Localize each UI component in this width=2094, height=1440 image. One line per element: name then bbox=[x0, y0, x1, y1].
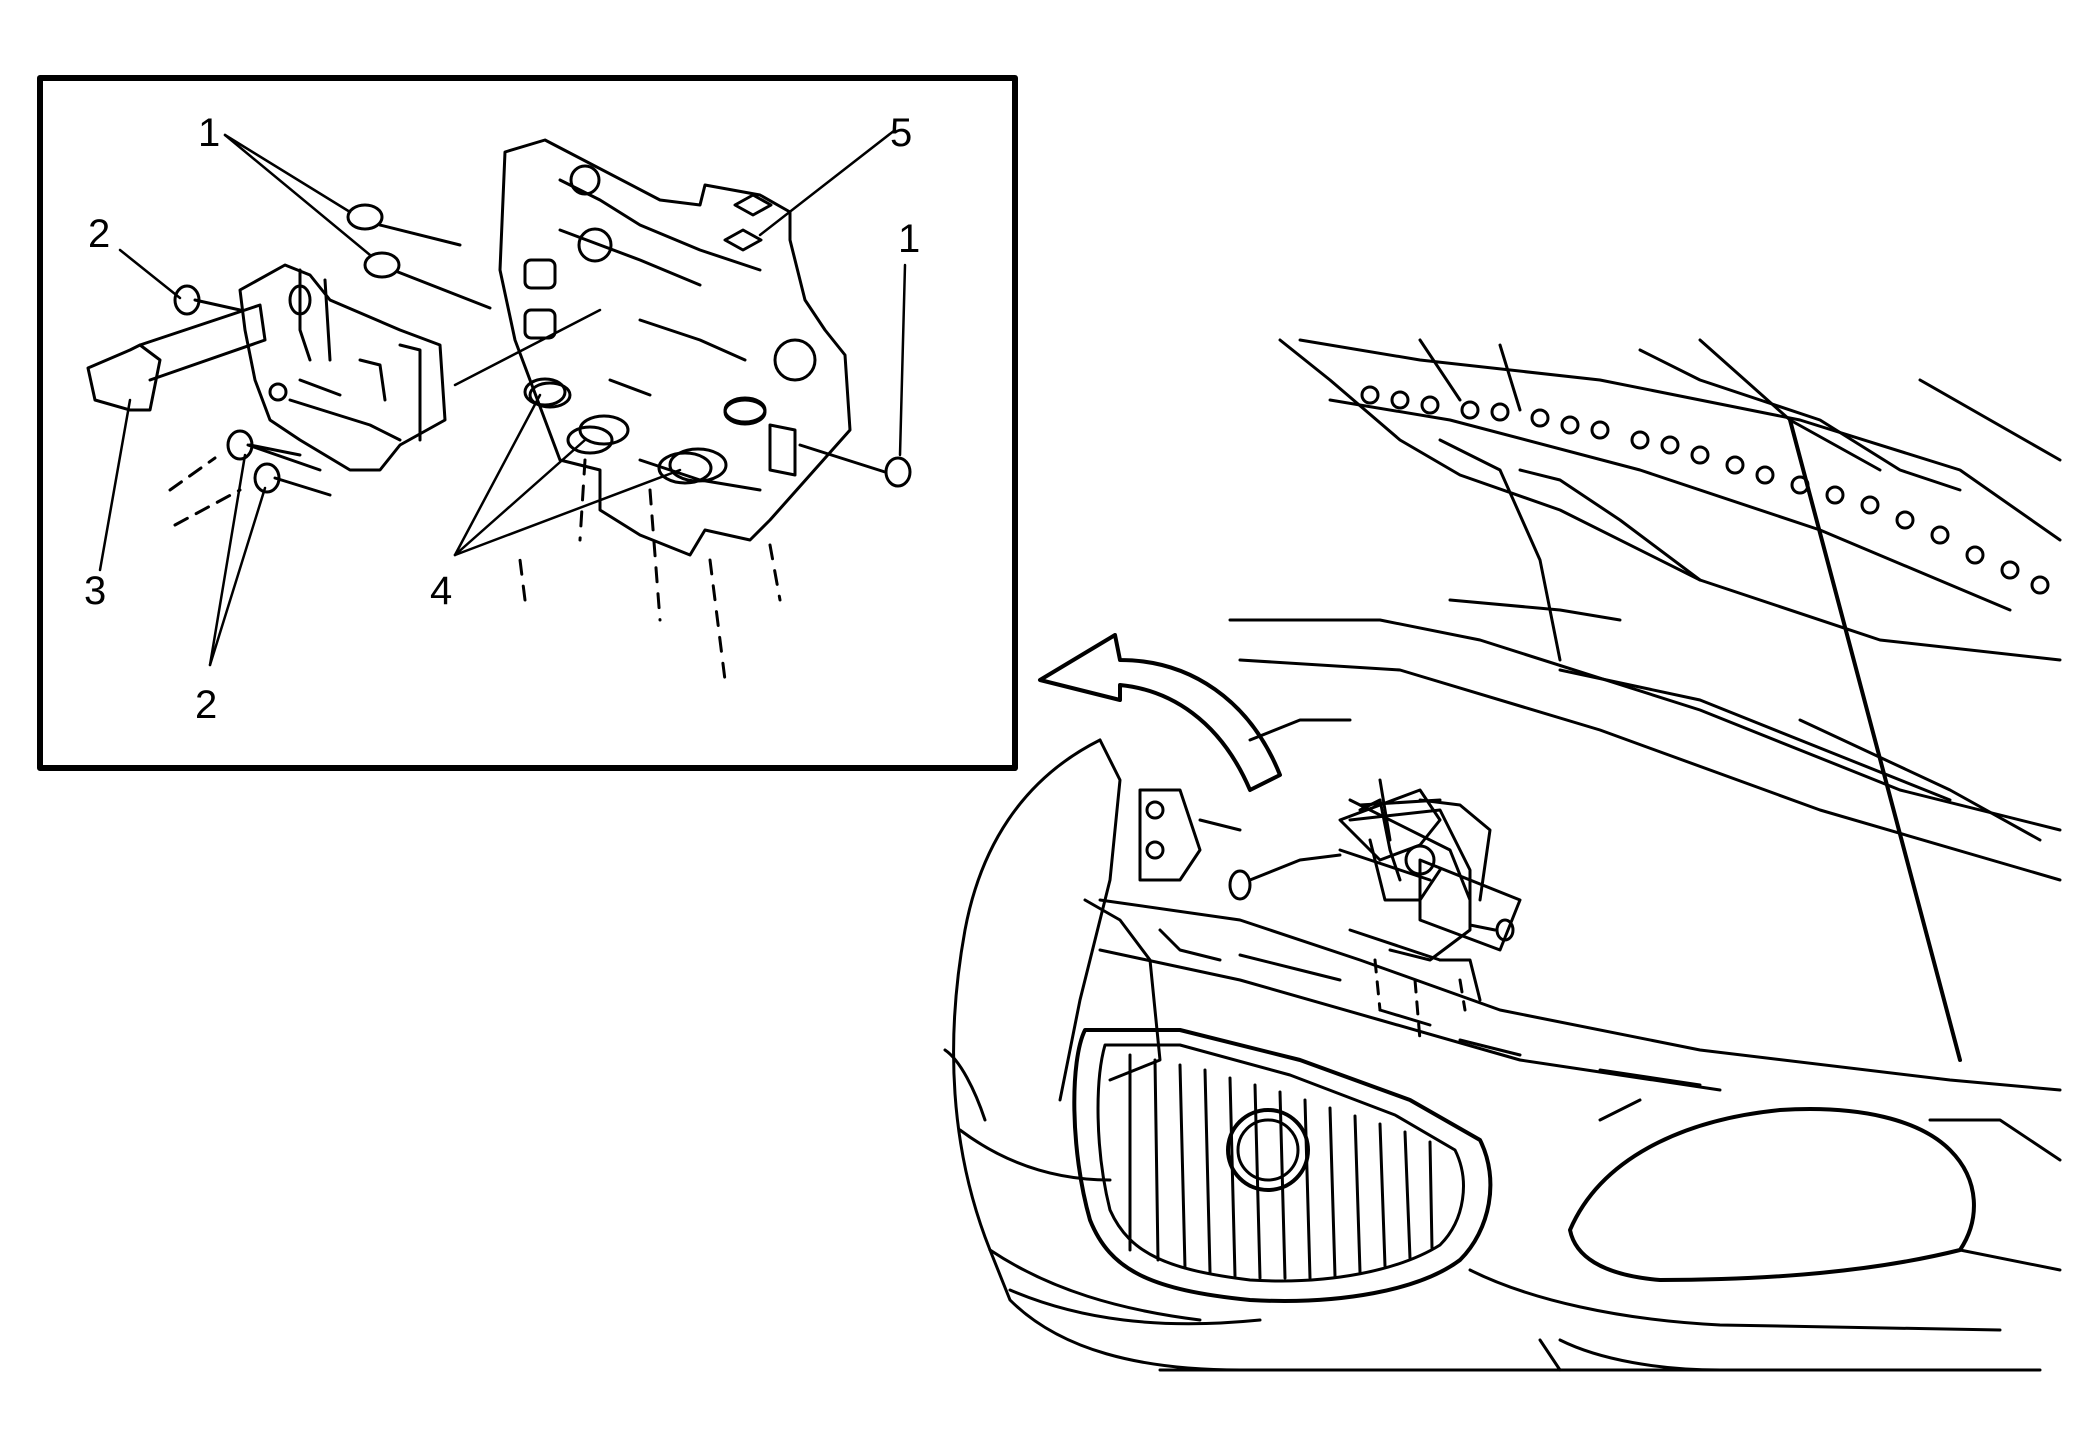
inset-frame bbox=[37, 75, 1018, 771]
vehicle-bracket bbox=[1348, 798, 1515, 1042]
latch-bolts bbox=[168, 284, 332, 527]
callout-4: 4 bbox=[430, 569, 452, 613]
latch-bracket bbox=[498, 138, 852, 557]
push-pins bbox=[346, 203, 492, 310]
curved-arrow bbox=[1038, 633, 1282, 792]
callout-2-top: 2 bbox=[88, 212, 110, 256]
fasteners bbox=[518, 377, 912, 682]
callout-3: 3 bbox=[84, 569, 106, 613]
front-bumper bbox=[988, 1248, 2002, 1372]
callout-2-bottom: 2 bbox=[195, 683, 217, 727]
hood-prop-rod bbox=[1788, 418, 1962, 1062]
body-outline bbox=[952, 738, 2042, 1372]
vehicle-front bbox=[943, 338, 2062, 1372]
vehicle-latch bbox=[1228, 778, 1522, 952]
headlamps bbox=[943, 1048, 2062, 1282]
radiator-support bbox=[1098, 788, 2062, 1092]
leader-lines bbox=[98, 128, 907, 667]
cowl-wipers bbox=[1228, 438, 2062, 882]
open-hood bbox=[1278, 338, 2062, 662]
callout-1-top: 1 bbox=[198, 111, 220, 155]
latch-assembly bbox=[86, 263, 447, 472]
detail-inset: 1 2 3 2 4 5 1 bbox=[37, 75, 1018, 771]
callout-1-right: 1 bbox=[898, 217, 920, 261]
grille bbox=[1072, 1028, 1493, 1303]
callout-5: 5 bbox=[890, 111, 912, 155]
